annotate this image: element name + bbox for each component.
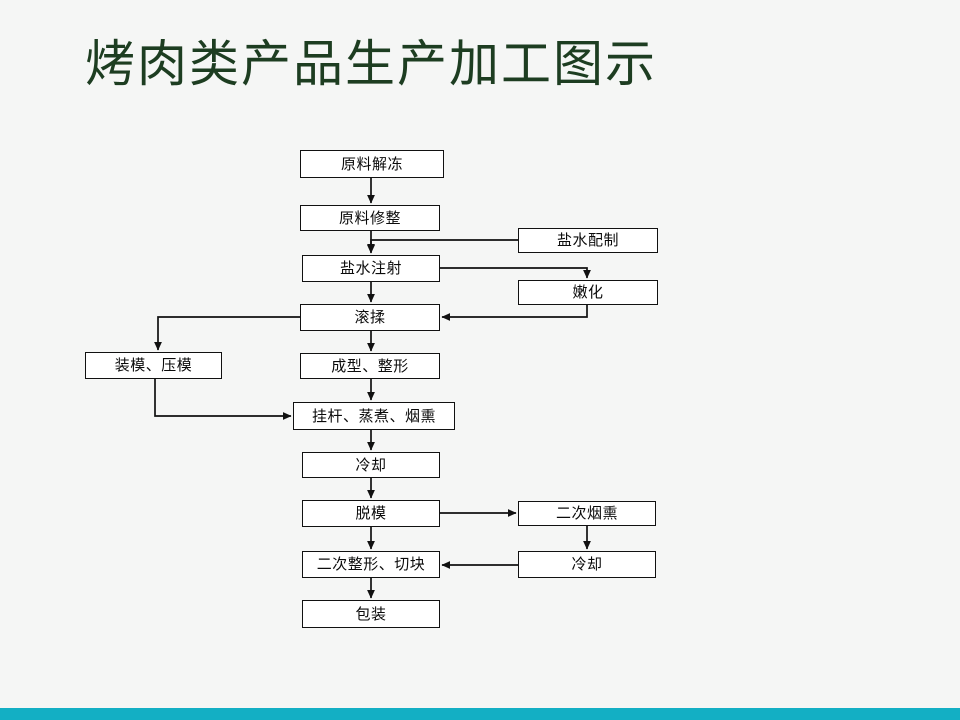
flow-node-gunrou[interactable]: 滚揉 [300, 304, 440, 331]
flow-node-label: 包装 [355, 604, 387, 623]
flow-node-label: 盐水注射 [339, 259, 402, 277]
flow-node-label: 原料解冻 [340, 154, 403, 173]
flow-node-label: 挂杆、蒸煮、烟熏 [311, 406, 436, 425]
flow-node-label: 成型、整形 [331, 356, 409, 375]
flow-node-yanshuipeizhi[interactable]: 盐水配制 [518, 228, 658, 253]
flow-node-ercihanxun[interactable]: 二次烟熏 [518, 501, 656, 526]
flow-node-baozhuang[interactable]: 包装 [302, 600, 440, 628]
flow-node-label: 二次整形、切块 [316, 555, 426, 573]
flow-node-ercizhengxingqiekuai[interactable]: 二次整形、切块 [302, 551, 440, 578]
flow-node-label: 二次烟熏 [555, 504, 618, 522]
flow-node-chengxingzhengxing[interactable]: 成型、整形 [300, 353, 440, 379]
flow-node-yanshuizhushe[interactable]: 盐水注射 [302, 255, 440, 282]
footer-accent-bar [0, 708, 960, 720]
flow-node-nenhua[interactable]: 嫩化 [518, 280, 658, 305]
flow-node-label: 装模、压模 [114, 356, 193, 374]
flow-node-yuanliaoxiuzheng[interactable]: 原料修整 [300, 205, 440, 231]
flow-node-label: 脱模 [355, 504, 387, 522]
flow-node-label: 冷却 [571, 555, 603, 573]
flow-node-label: 盐水配制 [556, 231, 619, 249]
flow-node-label: 冷却 [355, 455, 387, 474]
flow-node-lengque-2[interactable]: 冷却 [518, 551, 656, 578]
page-title: 烤肉类产品生产加工图示 [85, 35, 657, 93]
flow-node-zhuangmoyamo[interactable]: 装模、压模 [85, 352, 222, 379]
flow-node-tuomo[interactable]: 脱模 [302, 500, 440, 527]
flow-node-label: 原料修整 [338, 208, 401, 227]
flow-node-guaganzhengzhuyanxun[interactable]: 挂杆、蒸煮、烟熏 [293, 402, 455, 430]
flow-node-lengque-1[interactable]: 冷却 [302, 452, 440, 478]
flow-node-label: 嫩化 [572, 283, 604, 301]
flow-node-label: 滚揉 [354, 308, 386, 326]
flow-node-yuanliaojiedong[interactable]: 原料解冻 [300, 150, 444, 178]
